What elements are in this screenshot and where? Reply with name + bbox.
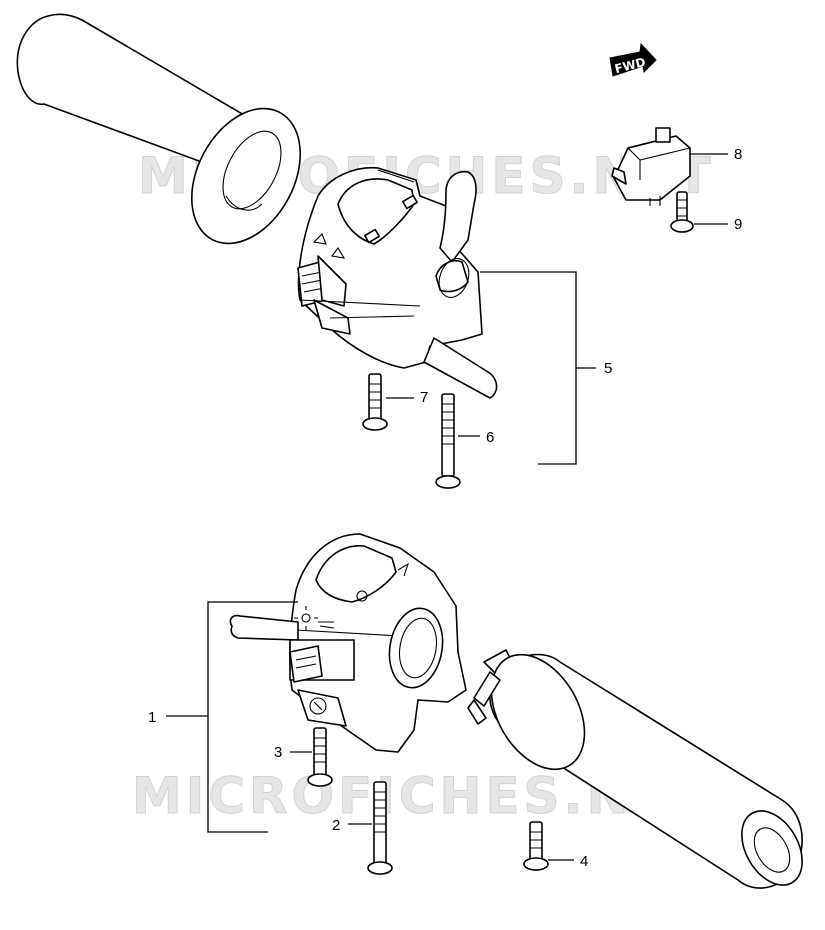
callout-1: 1 (148, 709, 156, 726)
callout-5: 5 (604, 360, 612, 377)
left-grip (16, 13, 302, 245)
screw-2 (367, 781, 393, 875)
screw-6 (435, 393, 461, 489)
leader-1 (166, 601, 298, 833)
screw-3 (307, 727, 333, 787)
callout-3: 3 (274, 744, 282, 761)
screw-9 (670, 191, 694, 233)
right-grip (467, 649, 803, 889)
left-switch-housing (297, 166, 498, 399)
leader-5 (480, 271, 596, 465)
callout-4: 4 (580, 853, 588, 870)
switch-part-8 (611, 127, 691, 206)
right-switch-housing (229, 533, 467, 753)
callout-6: 6 (486, 429, 494, 446)
screw-4 (523, 821, 549, 871)
callout-2: 2 (332, 817, 340, 834)
callout-7: 7 (420, 389, 428, 406)
callout-8: 8 (734, 146, 742, 163)
fwd-badge: FWD (609, 42, 657, 77)
screw-7 (362, 373, 388, 431)
callout-9: 9 (734, 216, 742, 233)
